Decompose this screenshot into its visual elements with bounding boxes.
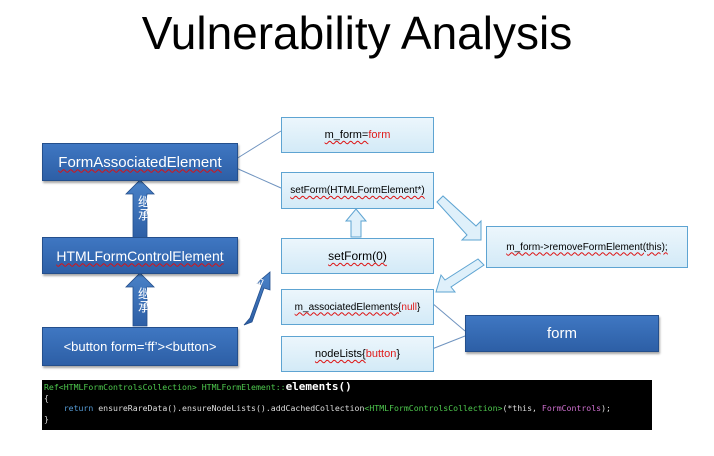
form-associated-element-box: FormAssociatedElement (42, 143, 238, 181)
connector-line-nodelists (431, 335, 466, 350)
code-call-chain: ensureRareData().ensureNodeLists().addCa… (98, 403, 365, 413)
m-form-prefix: m_form= (324, 129, 369, 141)
button-element-label: <button form=‘ff’><button> (63, 339, 217, 354)
inherit-label-lower: 继承 (135, 287, 150, 313)
code-args-b: FormControls (541, 403, 602, 413)
node-lists-value: button (365, 348, 397, 360)
code-method-parens: () (338, 380, 352, 393)
inherit-arrow-lower (125, 272, 155, 327)
code-line-4: } (44, 413, 49, 424)
form-box: form (465, 315, 659, 352)
button-element-box: <button form=‘ff’><button> (42, 327, 238, 366)
set-form-element-label: setForm(HTMLFormElement*) (290, 185, 425, 196)
code-line-3: return ensureRareData().ensureNodeLists(… (42, 403, 652, 414)
page-title: Vulnerability Analysis (141, 7, 573, 59)
code-class-name: HTMLFormElement:: (201, 382, 286, 392)
associated-value: null (401, 301, 417, 313)
connector-line-setform (235, 167, 282, 189)
set-form-zero-box: setForm(0) (281, 238, 434, 274)
node-lists-prefix: nodeLists{ (314, 348, 366, 360)
code-method-name: elements (285, 380, 339, 393)
to-remove-arrow (436, 195, 482, 241)
from-remove-arrow (435, 258, 485, 293)
associated-prefix: m_associatedElements{ (294, 301, 402, 313)
code-return-type: Ref<HTMLFormControlsCollection> (44, 382, 197, 392)
m-form-text: m_form=form (325, 129, 391, 141)
code-snippet: Ref<HTMLFormControlsCollection> HTMLForm… (42, 380, 652, 430)
setform-up-arrow (344, 208, 368, 238)
code-line-1: Ref<HTMLFormControlsCollection> HTMLForm… (42, 380, 652, 393)
associated-elements-box: m_associatedElements{null} (281, 289, 434, 325)
code-args-c: ); (601, 403, 611, 413)
set-form-zero-label: setForm(0) (328, 249, 387, 263)
node-lists-text: nodeLists{button} (315, 348, 400, 360)
node-lists-suffix: } (396, 348, 401, 360)
code-args-a: (*this, (502, 403, 537, 413)
code-template-arg: <HTMLFormControlsCollection> (364, 403, 503, 413)
remove-form-element-box: m_form->removeFormElement(this); (486, 226, 688, 268)
connector-line-associated (431, 302, 466, 332)
associated-elements-text: m_associatedElements{null} (295, 302, 421, 313)
m-form-box: m_form=form (281, 117, 434, 153)
connector-line-mform (235, 130, 282, 160)
code-return-keyword: return (63, 403, 94, 413)
html-form-control-element-box: HTMLFormControlElement (42, 237, 238, 274)
form-label: form (547, 325, 577, 342)
m-form-value: form (368, 129, 391, 141)
form-associated-element-label: FormAssociatedElement (58, 153, 222, 171)
destructor-arrow (243, 271, 271, 326)
destructor-label: 析构函数 (241, 263, 270, 309)
node-lists-box: nodeLists{button} (281, 336, 434, 372)
remove-form-element-label: m_form->removeFormElement(this); (506, 241, 668, 253)
inherit-label-upper: 继承 (135, 195, 150, 221)
html-form-control-element-label: HTMLFormControlElement (56, 247, 224, 264)
destructor-label-wrap: 析构函数 (238, 262, 272, 324)
set-form-element-box: setForm(HTMLFormElement*) (281, 172, 434, 209)
associated-suffix: } (416, 301, 421, 313)
code-line-2: { (44, 392, 49, 403)
